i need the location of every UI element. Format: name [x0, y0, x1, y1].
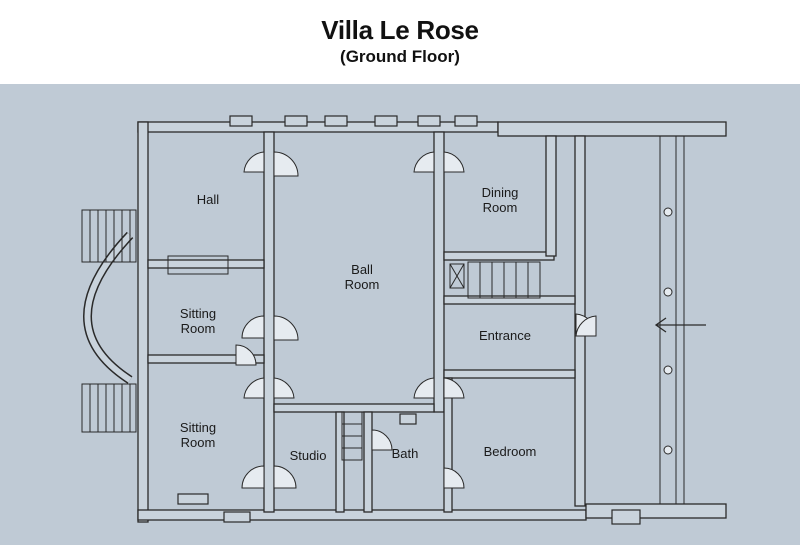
window-2	[284, 115, 308, 127]
window-6	[454, 115, 478, 127]
window-1	[229, 115, 253, 127]
north-wall	[137, 121, 499, 133]
floor-plan-area	[0, 84, 800, 545]
partition-bedroom-west	[443, 377, 453, 513]
partition-ball-west	[263, 131, 275, 513]
terrace-step	[611, 509, 641, 525]
stair-icon	[81, 209, 541, 461]
room-label-bedroom: Bedroom	[483, 444, 537, 459]
partition-dining-east	[545, 135, 557, 257]
partition-dining-south	[443, 251, 555, 261]
window-4	[374, 115, 398, 127]
partition-studio-north	[273, 403, 435, 413]
door-swing-icon	[235, 151, 597, 489]
window-7	[177, 493, 209, 505]
partition-entrance-south	[443, 369, 576, 379]
partition-ball-east	[433, 131, 445, 413]
bay-wall-inner	[84, 232, 133, 383]
elevator-icon	[449, 263, 465, 289]
partition-sitting-south	[147, 354, 265, 364]
plan-title: Villa Le Rose	[321, 15, 479, 45]
terrace-north-wall	[497, 121, 727, 137]
entrance-arrow-icon	[654, 317, 706, 333]
window-9	[399, 413, 417, 425]
terrace-south-wall	[585, 503, 727, 519]
title-area: Villa Le Rose (Ground Floor)	[0, 0, 800, 84]
column-icon	[659, 136, 685, 504]
partition-entrance-north	[443, 295, 576, 305]
partition-studio-east	[335, 411, 345, 513]
partition-hall-south	[147, 259, 265, 269]
west-wall	[137, 121, 149, 523]
partition-bath-west	[363, 411, 373, 513]
room-label-bath: Bath	[391, 446, 419, 461]
plan-subtitle: (Ground Floor)	[340, 47, 460, 66]
room-label-hall: Hall	[196, 192, 220, 207]
window-3	[324, 115, 348, 127]
room-label-studio: Studio	[289, 448, 327, 463]
window-8	[223, 511, 251, 523]
window-5	[417, 115, 441, 127]
room-label-entrance: Entrance	[478, 328, 532, 343]
south-wall	[137, 509, 587, 521]
